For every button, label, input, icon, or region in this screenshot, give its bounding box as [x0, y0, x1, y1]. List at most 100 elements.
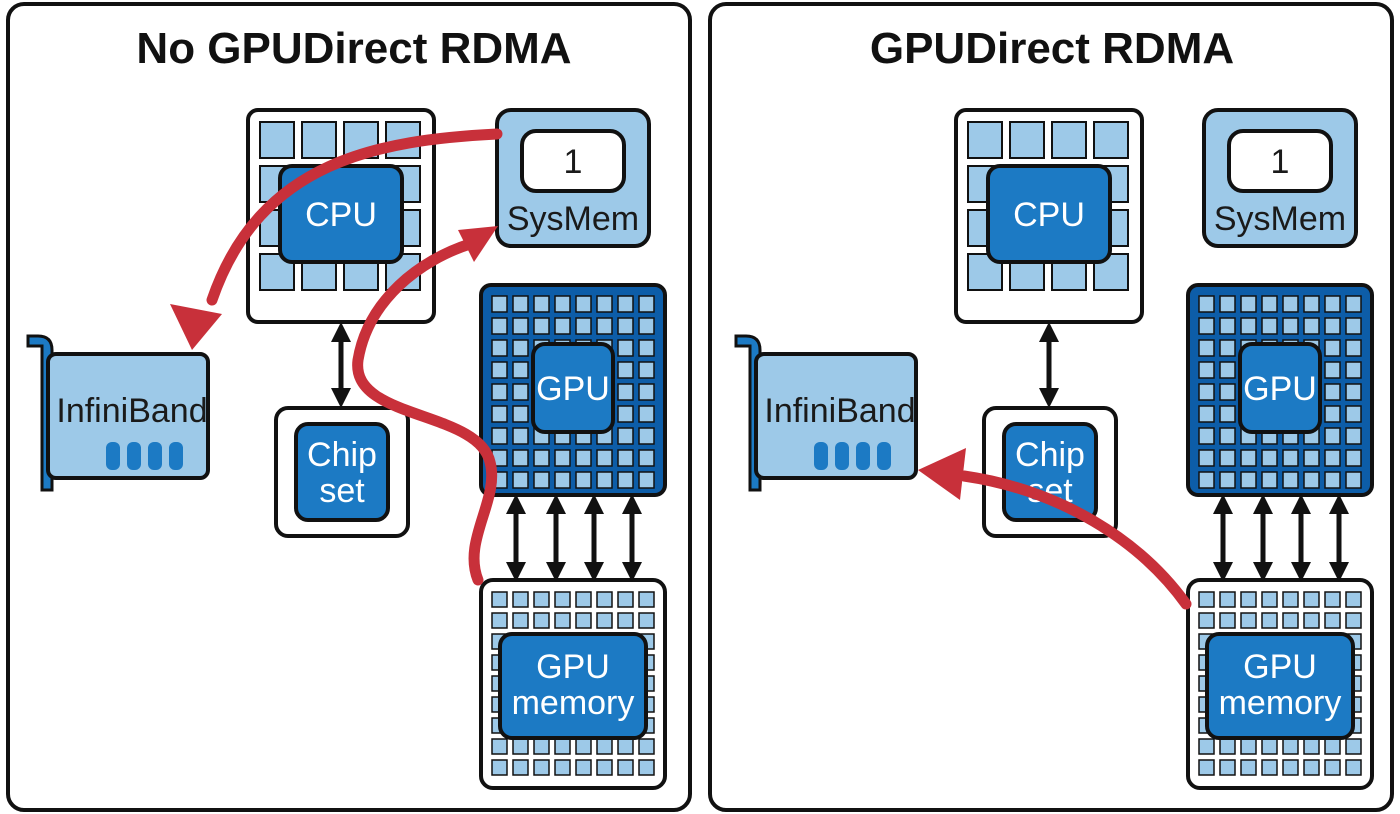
- sysmem-badge: 1: [1271, 143, 1290, 181]
- tile: [1240, 471, 1257, 489]
- tile: [1345, 405, 1362, 423]
- tile: [554, 612, 571, 629]
- tile: [1324, 361, 1341, 379]
- infiniband-card: InfiniBand: [26, 334, 210, 492]
- tile: [617, 449, 634, 467]
- tile: [1009, 121, 1045, 159]
- tile: [1282, 317, 1299, 335]
- tile: [1324, 317, 1341, 335]
- tile: [1282, 591, 1299, 608]
- tile: [1240, 591, 1257, 608]
- gpu-memory-label-1: GPU: [1243, 648, 1317, 686]
- tile: [1324, 405, 1341, 423]
- tile: [1345, 449, 1362, 467]
- tile: [1345, 339, 1362, 357]
- data-path-arrows: [918, 448, 1192, 610]
- tile: [617, 591, 634, 608]
- gpu-memory-block: GPU memory: [479, 578, 667, 790]
- tile: [512, 738, 529, 755]
- tile: [617, 317, 634, 335]
- tile: [554, 295, 571, 313]
- tile: [533, 591, 550, 608]
- tile: [554, 738, 571, 755]
- tile: [638, 612, 655, 629]
- tile: [1240, 449, 1257, 467]
- gpu-block: GPU: [1186, 283, 1374, 497]
- chipset-label-1: Chip: [1015, 436, 1085, 474]
- tile: [512, 339, 529, 357]
- tile: [1261, 317, 1278, 335]
- infiniband-label: InfiniBand: [56, 392, 207, 430]
- tile: [638, 591, 655, 608]
- tile: [638, 405, 655, 423]
- tile: [1198, 738, 1215, 755]
- tile: [1219, 738, 1236, 755]
- tile: [512, 383, 529, 401]
- tile: [1219, 427, 1236, 445]
- tile: [1219, 383, 1236, 401]
- tile: [638, 295, 655, 313]
- tile: [512, 405, 529, 423]
- tile-grid: [491, 295, 655, 489]
- tile: [1261, 759, 1278, 776]
- cpu-label: CPU: [1013, 196, 1085, 234]
- tile: [617, 759, 634, 776]
- tile: [1261, 738, 1278, 755]
- tile: [1345, 295, 1362, 313]
- tile: [638, 449, 655, 467]
- cpu-block: CPU: [954, 108, 1144, 324]
- tile: [638, 759, 655, 776]
- tile: [596, 612, 613, 629]
- tile: [1198, 591, 1215, 608]
- tile: [1282, 471, 1299, 489]
- tile: [1303, 612, 1320, 629]
- tile: [617, 738, 634, 755]
- tile: [491, 427, 508, 445]
- tile: [638, 361, 655, 379]
- tile: [638, 427, 655, 445]
- tile: [554, 759, 571, 776]
- tile: [1240, 295, 1257, 313]
- tile: [596, 738, 613, 755]
- tile: [1261, 591, 1278, 608]
- tile: [1303, 738, 1320, 755]
- tile: [301, 121, 337, 159]
- tile: [1219, 612, 1236, 629]
- tile: [638, 339, 655, 357]
- tile: [575, 295, 592, 313]
- chipset-label-1: Chip: [307, 436, 377, 474]
- tile: [512, 449, 529, 467]
- tile: [1324, 612, 1341, 629]
- gpu-memory-label-2: memory: [1219, 684, 1342, 722]
- sysmem-block: 1 SysMem: [495, 108, 651, 248]
- infiniband-label: InfiniBand: [764, 392, 915, 430]
- tile: [1051, 121, 1087, 159]
- tile: [1219, 361, 1236, 379]
- sysmem-badge: 1: [564, 143, 583, 181]
- tile: [617, 471, 634, 489]
- tile: [1324, 295, 1341, 313]
- tile: [1261, 295, 1278, 313]
- tile: [533, 449, 550, 467]
- tile: [617, 339, 634, 357]
- tile: [1198, 427, 1215, 445]
- tile: [1345, 427, 1362, 445]
- tile: [1198, 405, 1215, 423]
- tile: [259, 121, 295, 159]
- tile: [512, 759, 529, 776]
- gpu-label: GPU: [536, 370, 610, 408]
- tile: [575, 612, 592, 629]
- tile: [1198, 295, 1215, 313]
- tile: [533, 317, 550, 335]
- tile: [1303, 759, 1320, 776]
- tile: [617, 405, 634, 423]
- tile: [1219, 295, 1236, 313]
- tile: [1282, 738, 1299, 755]
- tile: [491, 383, 508, 401]
- tile: [596, 591, 613, 608]
- tile: [1324, 759, 1341, 776]
- infiniband-ports: [814, 442, 891, 470]
- data-path-arrows: [170, 128, 503, 586]
- tile: [1198, 317, 1215, 335]
